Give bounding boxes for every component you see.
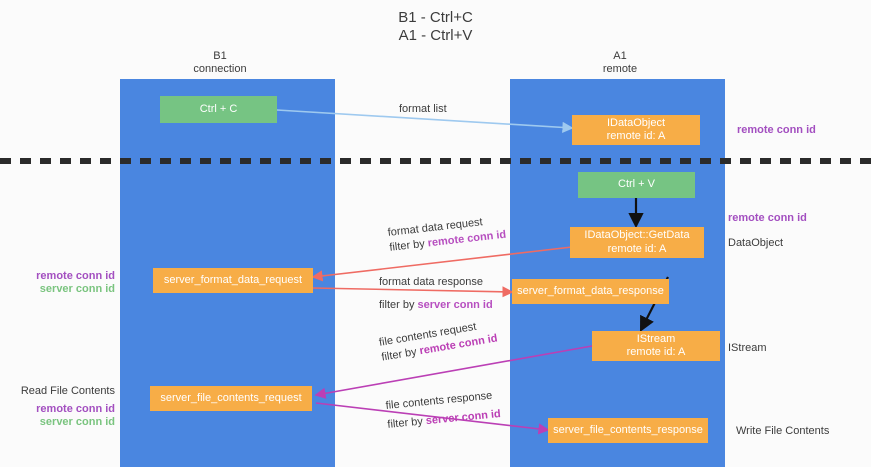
box-idataobject-getdata[interactable]: IDataObject::GetData remote id: A <box>570 227 704 258</box>
annotation-read-file-contents: Read File Contents <box>20 385 115 397</box>
filter-prefix: filter by <box>386 415 427 431</box>
column-header-b1-sub: connection <box>193 63 247 75</box>
annotation-left-remote-conn-id-mid: remote conn id <box>36 270 115 282</box>
edge-label-format-list: format list <box>399 103 447 115</box>
edge-label-format-data-response-text: format data response <box>379 276 483 288</box>
column-header-b1-name: B1 <box>213 50 227 62</box>
box-idataobject[interactable]: IDataObject remote id: A <box>572 115 700 145</box>
annotation-istream: IStream <box>728 342 767 354</box>
box-istream[interactable]: IStream remote id: A <box>592 331 720 361</box>
diagram-title-line-2: A1 - Ctrl+V <box>398 27 473 44</box>
box-ctrl-v[interactable]: Ctrl + V <box>578 172 695 198</box>
edge-label-format-data-response-filter: filter by server conn id <box>379 298 493 313</box>
annotation-write-file-contents: Write File Contents <box>736 425 830 437</box>
column-header-a1-sub: remote <box>602 63 638 75</box>
edge-label-file-contents-request: file contents request filter by remote c… <box>378 317 499 366</box>
annotation-left-server-conn-id-mid: server conn id <box>39 283 115 295</box>
annotation-dataobject: DataObject <box>728 237 784 249</box>
filter-key-server-conn-id: server conn id <box>425 408 502 428</box>
box-server-format-data-request[interactable]: server_format_data_request <box>153 268 313 293</box>
box-server-format-data-response[interactable]: server_format_data_response <box>512 279 669 304</box>
annotation-remote-conn-id-top: remote conn id <box>737 124 816 136</box>
box-ctrl-c[interactable]: Ctrl + C <box>160 96 277 123</box>
annotation-left-server-conn-id-bottom: server conn id <box>39 416 115 428</box>
edge-label-format-data-response: format data response filter by server co… <box>379 275 493 313</box>
box-server-file-contents-request[interactable]: server_file_contents_request <box>150 386 312 411</box>
annotation-remote-conn-id-mid: remote conn id <box>728 212 807 224</box>
filter-key-server-conn-id: server conn id <box>417 299 493 311</box>
edge-label-format-data-request: format data request filter by remote con… <box>387 213 507 256</box>
diagram-title-line-1: B1 - Ctrl+C <box>398 9 473 26</box>
filter-prefix: filter by <box>388 237 429 254</box>
filter-prefix: filter by <box>379 299 418 311</box>
column-header-a1-name: A1 <box>613 50 627 62</box>
box-server-file-contents-response[interactable]: server_file_contents_response <box>548 418 708 443</box>
annotation-left-remote-conn-id-bottom: remote conn id <box>36 403 115 415</box>
edge-label-file-contents-response: file contents response filter by server … <box>385 388 501 433</box>
